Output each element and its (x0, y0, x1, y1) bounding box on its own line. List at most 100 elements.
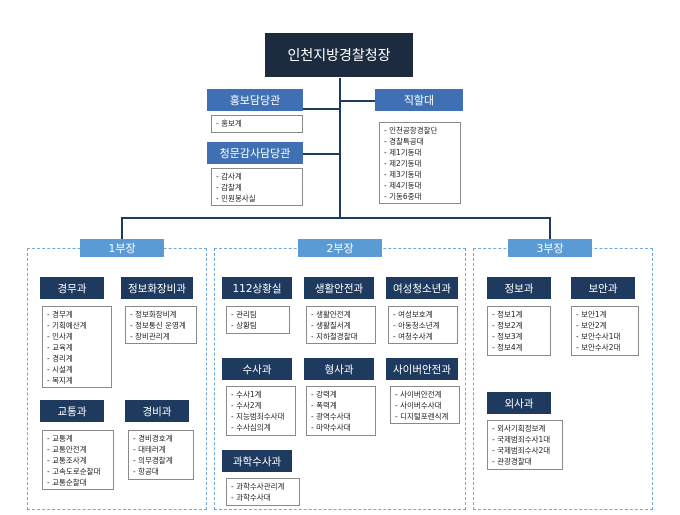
dept-traffic: 교통과 (40, 400, 104, 422)
list-item: - 보안수사1대 (576, 332, 621, 341)
list-item: - 생활안전계 (311, 310, 351, 319)
dept-investigation-list: - 수사1계 - 수사2계 - 지능범죄수사대 - 수사심의계 (226, 386, 296, 436)
direct-units-list: - 인천공항경찰단 - 경찰특공대 - 제1기동대 - 제2기동대 - 제3기동… (379, 122, 461, 204)
list-item: - 복지계 (47, 376, 73, 385)
dept-forensics-list: - 과학수사관리계 - 과학수사대 (226, 478, 300, 506)
pr-office-header: 홍보담당관 (207, 89, 303, 111)
list-item: - 시설계 (47, 365, 73, 374)
list-item: - 수사1계 (231, 390, 262, 399)
list-item: - 과학수사대 (231, 493, 271, 502)
dept-women-youth: 여성청소년과 (386, 277, 458, 299)
list-item: - 정보1계 (492, 310, 523, 319)
dept-public-security: 보안과 (571, 277, 635, 299)
division-drop-1 (121, 217, 123, 240)
dept-general-affairs: 경무과 (40, 277, 104, 299)
list-item: - 의무경찰계 (133, 456, 173, 465)
list-item: - 정보통신 운영계 (130, 321, 186, 330)
list-item: - 대테러계 (133, 445, 166, 454)
branch-audit-line (302, 153, 340, 155)
list-item: - 제2기동대 (384, 159, 422, 168)
branch-left-line (302, 108, 340, 110)
list-item: - 아동청소년계 (393, 321, 440, 330)
list-item: - 사이버수사대 (395, 401, 442, 410)
dept-cyber-safety-list: - 사이버안전계 - 사이버수사대 - 디지털포렌식계 (390, 386, 460, 424)
list-item: - 사이버안전계 (395, 390, 442, 399)
dept-general-affairs-list: - 경무계 - 기획예산계 - 인사계 - 교육계 - 경리계 - 시설계 - … (42, 306, 112, 388)
list-item: - 정보3계 (492, 332, 523, 341)
dept-criminal-list: - 강력계 - 폭력계 - 광역수사대 - 마약수사대 (306, 386, 376, 436)
list-item: - 여청수사계 (393, 332, 433, 341)
dept-investigation: 수사과 (222, 358, 292, 380)
dept-foreign-affairs-list: - 외사기획정보계 - 국제범죄수사1대 - 국제범죄수사2대 - 관광경찰대 (487, 420, 563, 470)
list-item: - 보안수사2대 (576, 343, 621, 352)
list-item: - 항공대 (133, 467, 159, 476)
list-item: - 정보2계 (492, 321, 523, 330)
list-item: - 기동6중대 (384, 192, 422, 201)
dept-community-safety-list: - 생활안전계 - 생활질서계 - 지하철경찰대 (306, 306, 376, 344)
list-item: - 정보4계 (492, 343, 523, 352)
list-item: - 경무계 (47, 310, 73, 319)
list-item: - 장비관리계 (130, 332, 170, 341)
list-item: - 마약수사대 (311, 423, 351, 432)
list-item: - 고속도로순찰대 (47, 467, 101, 476)
dept-forensics: 과학수사과 (222, 450, 292, 472)
list-item: - 생활질서계 (311, 321, 351, 330)
hq-box: 인천지방경찰청장 (265, 33, 413, 77)
list-item: - 디지털포렌식계 (395, 412, 449, 421)
list-item: - 강력계 (311, 390, 337, 399)
list-item: - 홍보계 (216, 119, 242, 128)
dept-it-equipment-list: - 정보화장비계 - 정보통신 운영계 - 장비관리계 (125, 306, 197, 344)
list-item: - 민원봉사실 (216, 194, 256, 203)
division-drop-3 (549, 217, 551, 240)
dept-it-equipment: 정보화장비과 (121, 277, 193, 299)
division-2-tab: 2부장 (298, 239, 382, 257)
list-item: - 수사심의계 (231, 423, 271, 432)
dept-security-guard-list: - 경비경호계 - 대테러계 - 의무경찰계 - 항공대 (128, 430, 194, 480)
list-item: - 관리팀 (231, 310, 257, 319)
division-1-tab: 1부장 (80, 239, 164, 257)
dept-foreign-affairs: 외사과 (487, 392, 551, 414)
list-item: - 관광경찰대 (492, 457, 532, 466)
pr-office-list: - 홍보계 (211, 115, 303, 133)
list-item: - 외사기획정보계 (492, 424, 546, 433)
list-item: - 수사2계 (231, 401, 262, 410)
list-item: - 인사계 (47, 332, 73, 341)
dept-public-security-list: - 보안1계 - 보안2계 - 보안수사1대 - 보안수사2대 (571, 306, 639, 356)
list-item: - 교통조사계 (47, 456, 87, 465)
list-item: - 감사계 (216, 172, 242, 181)
dept-112-center-list: - 관리팀 - 상황팀 (226, 306, 290, 334)
dept-security-guard: 경비과 (125, 400, 189, 422)
list-item: - 과학수사관리계 (231, 482, 285, 491)
list-item: - 광역수사대 (311, 412, 351, 421)
division-bar-line (121, 217, 551, 219)
list-item: - 여성보호계 (393, 310, 433, 319)
list-item: - 인천공항경찰단 (384, 126, 438, 135)
list-item: - 보안1계 (576, 310, 607, 319)
list-item: - 경리계 (47, 354, 73, 363)
list-item: - 지능범죄수사대 (231, 412, 285, 421)
list-item: - 교통계 (47, 434, 73, 443)
audit-office-header: 청문감사담당관 (207, 142, 303, 164)
dept-traffic-list: - 교통계 - 교통안전계 - 교통조사계 - 고속도로순찰대 - 교통순찰대 (42, 430, 114, 490)
list-item: - 폭력계 (311, 401, 337, 410)
list-item: - 제4기동대 (384, 181, 422, 190)
list-item: - 제3기동대 (384, 170, 422, 179)
dept-cyber-safety: 사이버안전과 (386, 358, 458, 380)
list-item: - 국제범죄수사2대 (492, 446, 551, 455)
dept-criminal: 형사과 (304, 358, 374, 380)
dept-community-safety: 생활안전과 (304, 277, 374, 299)
list-item: - 경찰특공대 (384, 137, 424, 146)
dept-women-youth-list: - 여성보호계 - 아동청소년계 - 여청수사계 (388, 306, 458, 344)
trunk-line (339, 78, 341, 218)
list-item: - 보안2계 (576, 321, 607, 330)
dept-112-center: 112상황실 (222, 277, 292, 299)
list-item: - 교통안전계 (47, 445, 87, 454)
dept-intelligence: 정보과 (487, 277, 551, 299)
list-item: - 기획예산계 (47, 321, 87, 330)
list-item: - 교통순찰대 (47, 478, 87, 487)
dept-intelligence-list: - 정보1계 - 정보2계 - 정보3계 - 정보4계 (487, 306, 551, 356)
list-item: - 감찰계 (216, 183, 242, 192)
list-item: - 지하철경찰대 (311, 332, 358, 341)
division-3-tab: 3부장 (508, 239, 592, 257)
list-item: - 경비경호계 (133, 434, 173, 443)
